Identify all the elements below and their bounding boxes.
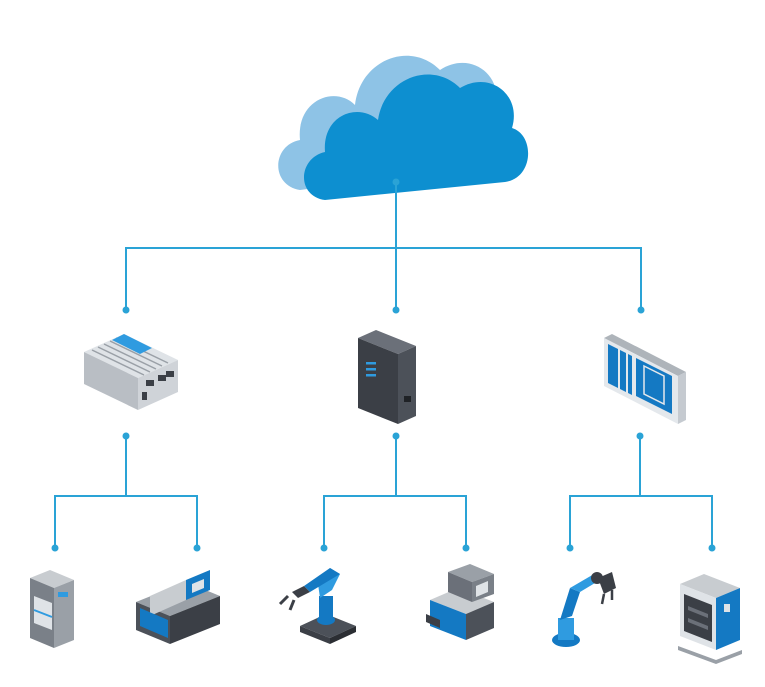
edge-gateway-icon <box>84 334 178 410</box>
cnc-lathe-icon <box>136 570 220 644</box>
robot-arm-gripper-icon <box>552 572 616 647</box>
cloud-front <box>303 74 529 200</box>
robot-arm-icon <box>278 568 356 644</box>
server-tower-icon <box>358 330 416 424</box>
connector-dots <box>51 178 716 552</box>
machining-center-icon <box>426 564 494 640</box>
control-panel-icon <box>604 334 686 424</box>
cloud-icon <box>278 55 529 200</box>
connectors <box>54 182 713 548</box>
industrial-oven-icon <box>678 574 742 664</box>
test-chamber-icon <box>30 570 74 648</box>
